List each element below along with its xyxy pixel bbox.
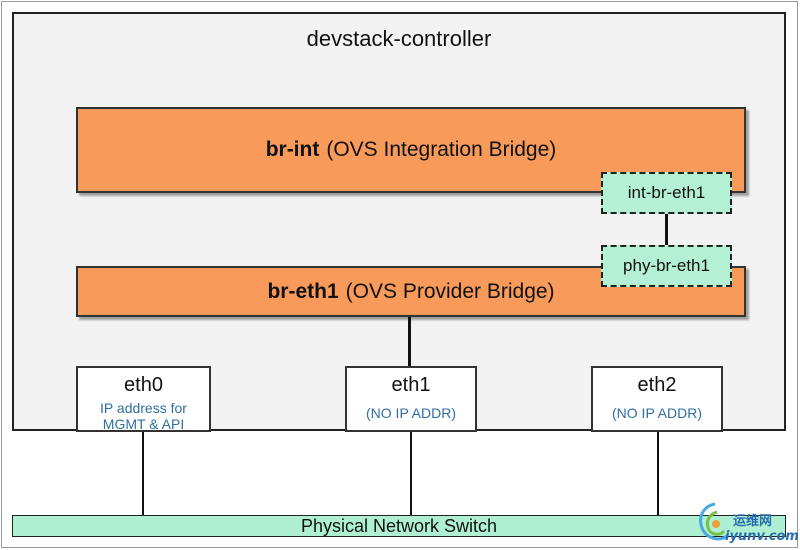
nic-eth1: eth1 (NO IP ADDR) [345,366,477,432]
link-eth0-to-switch [142,432,144,515]
nic-eth0-note-line1: IP address for [100,400,187,416]
patch-port-phy-br-eth1-label: phy-br-eth1 [623,256,710,275]
patch-port-phy-br-eth1: phy-br-eth1 [601,245,732,287]
patch-port-int-br-eth1: int-br-eth1 [601,172,732,214]
host-box-devstack-controller [12,12,786,431]
bridge-br-eth1-desc: (OVS Provider Bridge) [345,279,555,303]
watermark-line1: 运维网 [733,514,773,529]
nic-eth0-note-line2: MGMT & API [102,416,185,432]
link-eth1-to-switch [410,432,412,515]
nic-eth2-note: (NO IP ADDR) [612,405,702,421]
patch-port-int-br-eth1-label: int-br-eth1 [627,183,706,202]
bridge-br-int-name: br-int [265,138,320,161]
nic-eth1-note: (NO IP ADDR) [366,405,456,421]
bridge-br-int-desc: (OVS Integration Bridge) [326,138,557,161]
bridge-br-eth1: br-eth1 (OVS Provider Bridge) [76,266,746,317]
host-title: devstack-controller [306,26,492,51]
nic-eth2: eth2 (NO IP ADDR) [591,366,723,432]
watermark-logo: 运维网 iyunv.com [695,500,799,548]
link-br-eth1-to-eth1 [408,317,411,366]
nic-eth0: eth0 IP address for MGMT & API [76,366,211,432]
link-int-to-phy [665,214,668,245]
link-eth2-to-switch [657,432,659,515]
physical-network-switch: Physical Network Switch [12,515,786,537]
nic-eth0-name: eth0 [124,374,163,396]
nic-eth1-name: eth1 [391,374,431,396]
watermark-line2: iyunv.com [725,529,799,544]
watermark-swirl-icon [699,502,728,541]
bridge-br-eth1-name: br-eth1 [267,279,339,303]
nic-eth2-name: eth2 [637,374,677,396]
